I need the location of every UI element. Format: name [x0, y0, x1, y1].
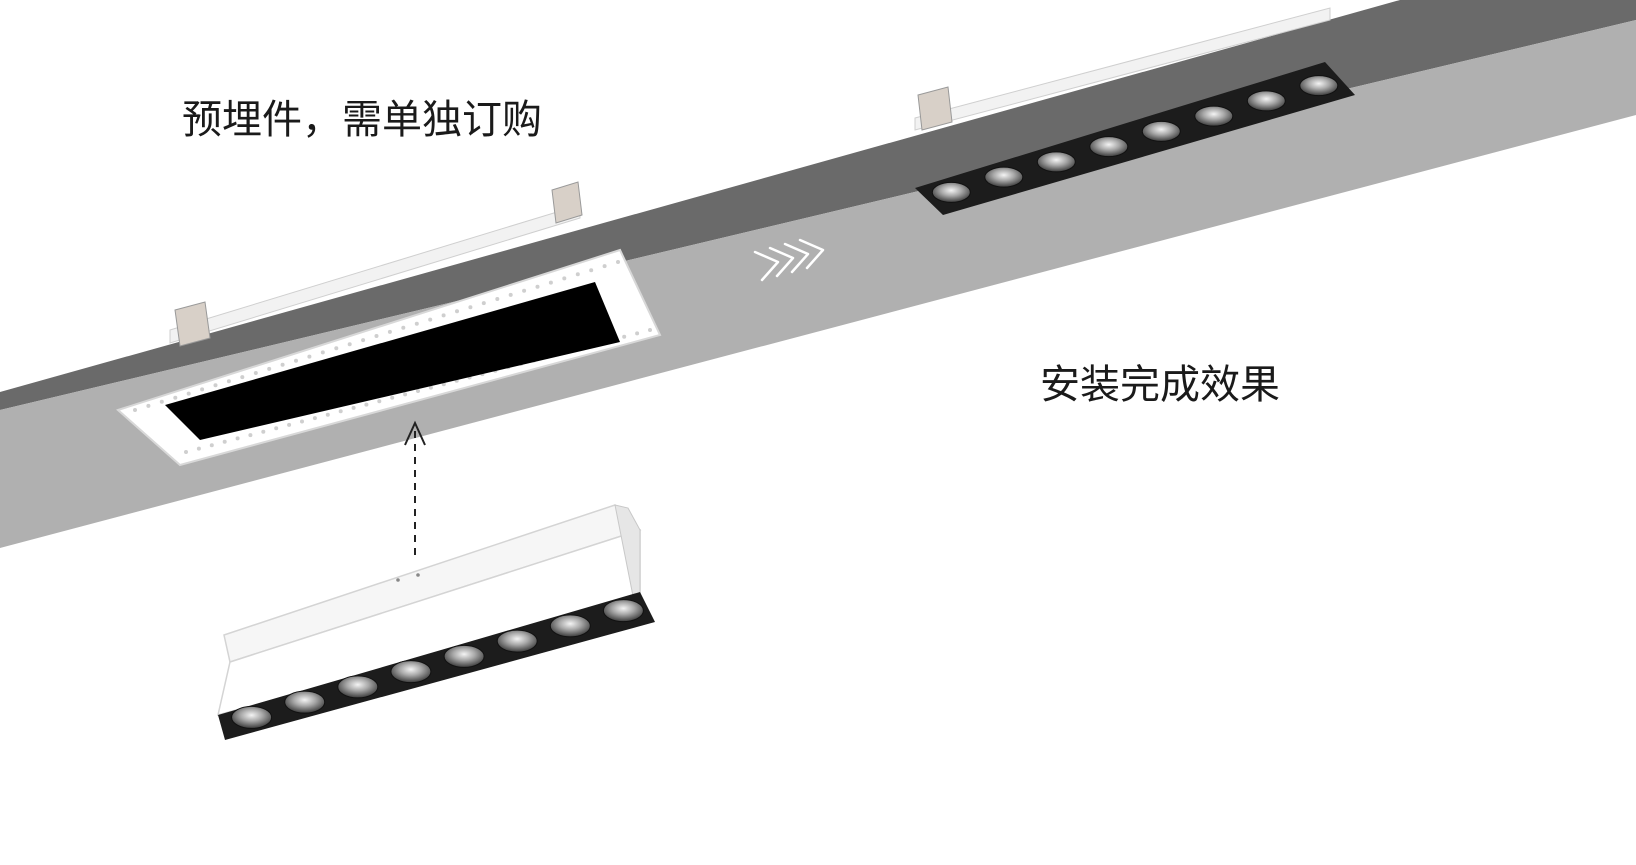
perforation-dot — [468, 305, 473, 310]
perforation-dot — [261, 429, 266, 434]
perforation-dot — [248, 433, 253, 438]
perforation-dot — [535, 284, 540, 289]
perforation-dot — [622, 334, 627, 339]
perforation-dot — [213, 383, 218, 388]
perforation-dot — [300, 419, 304, 424]
perforation-dot — [294, 358, 298, 363]
perforation-dot — [347, 342, 352, 347]
perforation-dot — [196, 446, 201, 451]
installed-note-label: 安装完成效果 — [1040, 362, 1280, 408]
dashed-up-arrow-icon — [404, 420, 426, 555]
perforation-dot — [146, 403, 151, 408]
perforation-dot — [377, 399, 382, 404]
perforation-dot — [267, 366, 272, 371]
perforation-dot — [635, 331, 640, 336]
perforation-dot — [548, 280, 553, 285]
led-lens — [984, 166, 1024, 188]
recess-opening — [165, 282, 620, 440]
perforation-dot — [414, 321, 419, 326]
led-lens — [1141, 120, 1181, 142]
perforation-dot — [401, 325, 406, 330]
trim-housing-brackets — [169, 181, 583, 347]
perforation-dot — [602, 264, 607, 269]
perforation-dot — [200, 387, 205, 392]
installed-fixture-brackets — [914, 7, 1331, 131]
perforation-dot — [287, 422, 292, 427]
perforation-dot — [240, 375, 245, 380]
perforation-dot — [226, 379, 231, 384]
perforation-dot — [338, 409, 343, 414]
perforation-dot — [364, 402, 369, 407]
ceiling-edge — [0, 0, 1636, 410]
perforation-dot — [173, 395, 178, 400]
led-lens — [496, 629, 538, 653]
perforation-dot — [374, 334, 379, 338]
led-lens — [337, 675, 379, 699]
trim-note-label: 预埋件，需单独订购 — [182, 97, 542, 143]
perforation-dot — [575, 272, 580, 277]
trim-frame — [116, 248, 662, 467]
perforation-dot — [428, 317, 433, 322]
led-lens — [1089, 136, 1129, 158]
fixture-module — [216, 504, 655, 740]
installed-fixture — [915, 62, 1355, 215]
perforation-dot — [222, 439, 227, 444]
ceiling-face — [0, 20, 1636, 548]
perforation-dot — [589, 268, 594, 273]
perforation-dot — [428, 385, 433, 390]
perforation-dot — [334, 346, 339, 351]
installed-lens-row — [931, 75, 1339, 203]
perforation-dot — [361, 338, 366, 343]
perforation-dot — [495, 297, 500, 301]
perforation-dot — [325, 412, 330, 417]
perforation-dot — [416, 389, 420, 393]
perforation-dot — [508, 292, 513, 297]
led-lens — [284, 690, 326, 714]
led-lens — [602, 599, 644, 623]
perforation-dot — [274, 426, 279, 431]
perforation-dot — [387, 329, 392, 334]
perforation-dot — [522, 288, 527, 293]
perforation-dot — [455, 309, 459, 314]
led-lens — [231, 705, 273, 729]
perforation-dot — [280, 362, 285, 367]
led-lens — [931, 181, 971, 203]
perforation-dot — [186, 391, 191, 396]
perforation-dot — [616, 260, 620, 264]
perforation-dot — [253, 371, 258, 375]
led-lens — [1299, 75, 1339, 97]
perforation-dot — [562, 276, 567, 281]
perforation-dot — [351, 405, 356, 410]
led-lens — [1036, 151, 1076, 173]
led-lens — [1194, 105, 1234, 127]
led-lens — [1246, 90, 1286, 112]
led-lens — [390, 660, 432, 684]
fixture-lens-row — [231, 599, 644, 729]
perforation-dot — [481, 301, 486, 306]
led-lens — [443, 644, 485, 668]
perforation-dot — [403, 392, 408, 397]
perforation-dot — [184, 450, 188, 454]
perforation-dot — [159, 399, 164, 404]
led-lens — [549, 614, 591, 638]
perforation-dot — [133, 408, 137, 412]
perforation-dot — [648, 328, 652, 332]
perforation-dot — [209, 443, 214, 448]
perforation-dot — [312, 416, 317, 421]
perforation-dot — [320, 350, 325, 355]
perforation-dot — [235, 436, 240, 441]
perforation-dot — [441, 313, 446, 318]
perforation-dot — [390, 395, 395, 400]
chevron-arrows-icon — [753, 238, 825, 282]
perforation-dot — [307, 354, 312, 359]
